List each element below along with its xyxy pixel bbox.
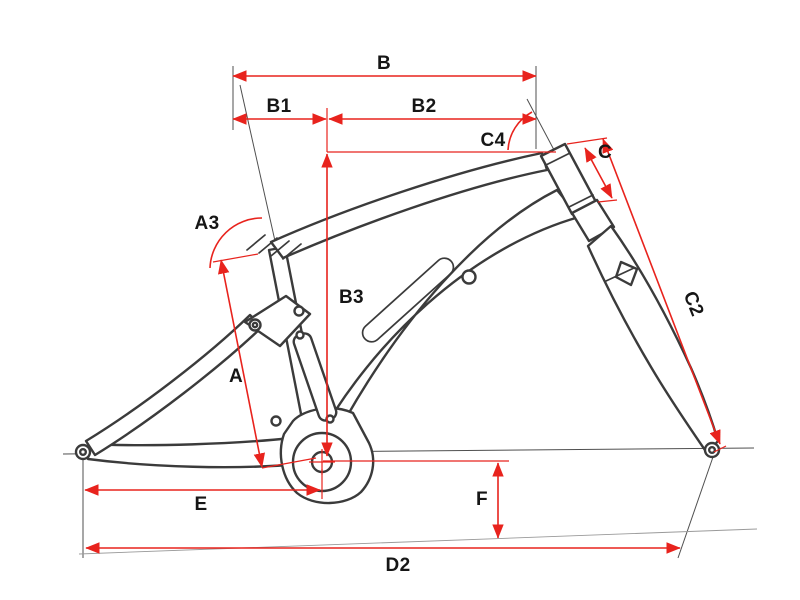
rocker-link — [243, 294, 312, 348]
battery-cover-seam — [361, 257, 455, 343]
angle-arc-c4 — [507, 111, 533, 151]
dimension-labels: B B1 B2 B3 A3 A C4 C C2 E F D2 — [195, 53, 708, 576]
shock-eye — [295, 330, 305, 340]
dimension-label-f: F — [476, 489, 488, 510]
ground-reference-line — [78, 528, 758, 555]
extension-line-c-top — [566, 137, 608, 145]
top-tube — [269, 151, 549, 260]
dimension-label-c2: C2 — [679, 288, 708, 319]
dimension-label-a: A — [229, 366, 243, 387]
pivot-circle — [248, 318, 262, 332]
pivot-circle — [270, 415, 282, 427]
dimension-label-a3: A3 — [195, 213, 220, 234]
extension-line-a-top — [212, 253, 259, 263]
dimension-label-b: B — [377, 53, 391, 74]
dimension-line-c2 — [602, 138, 721, 445]
dimension-line-a — [218, 259, 265, 468]
front-axle-hole — [708, 446, 717, 455]
dimension-label-b1: B1 — [267, 96, 292, 117]
seat-clamp-detail — [246, 234, 302, 260]
chainstay — [86, 436, 302, 469]
dimension-lines — [84, 70, 727, 554]
extension-line-d2-right — [677, 456, 714, 559]
dimension-label-d2: D2 — [386, 555, 411, 576]
dimension-label-c4: C4 — [481, 130, 506, 151]
extension-line-c2-bottom — [713, 445, 727, 453]
dimension-label-b2: B2 — [412, 96, 437, 117]
fork-leg — [586, 224, 720, 455]
downtube-bolt — [461, 269, 477, 285]
bb-center-crosshair — [309, 449, 335, 475]
extension-line-a-bottom — [261, 457, 317, 469]
rear-axle-hole — [78, 448, 87, 457]
dimension-label-e: E — [195, 494, 208, 515]
extension-line-c-bottom — [597, 199, 618, 203]
dimension-label-b3: B3 — [339, 287, 364, 308]
rear-dropout — [74, 443, 92, 461]
pivot-circle — [293, 305, 305, 317]
dimension-label-c: C — [598, 142, 612, 163]
angle-arc-a3 — [209, 217, 263, 269]
